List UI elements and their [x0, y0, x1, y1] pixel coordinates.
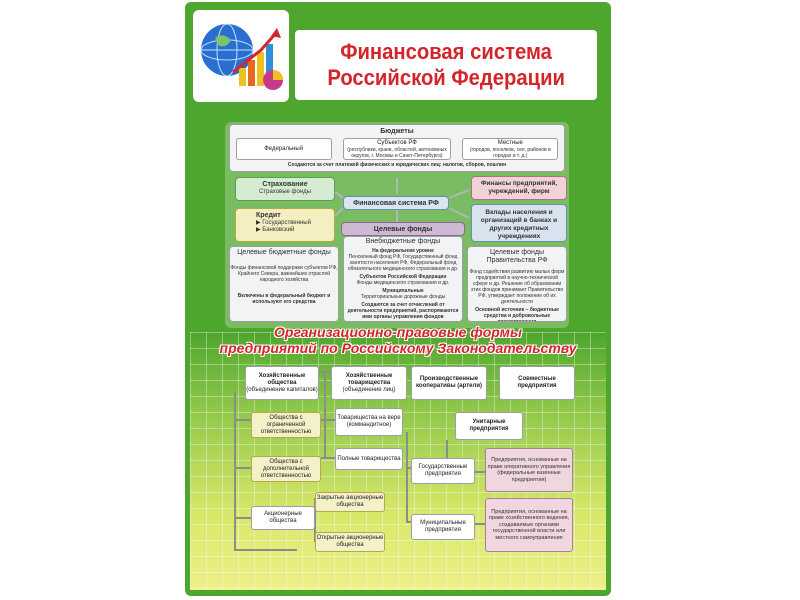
unitary-box: Унитарные предприятия — [455, 412, 523, 440]
target-middle-level3: Муниципальные — [382, 288, 424, 294]
budget-local-label: Местные — [497, 139, 523, 146]
target-left-text: Фонды финансовой поддержки субъектов РФ,… — [230, 265, 338, 283]
target-middle-level2: Субъектов Российской Федерации — [359, 274, 447, 280]
target-right-title: Целевые фонды Правительства РФ — [486, 249, 548, 264]
budgets-header: Бюджеты — [380, 128, 414, 135]
economic-partnerships-box: Хозяйственные товарищества (объединение … — [331, 366, 407, 400]
budget-local: Местные (городов, поселков, сел, районов… — [462, 138, 559, 160]
economic-societies-title: Хозяйственные общества — [258, 372, 306, 386]
cooperatives-box: Производственные кооперативы (артели) — [411, 366, 487, 400]
deposits-box: Вклады населения и организаций в банках … — [471, 204, 567, 242]
target-government-funds: Целевые фонды Правительства РФ Фонд соде… — [467, 246, 567, 322]
closed-jsc-box: Закрытые акционерные общества — [315, 492, 385, 512]
target-extrabudget-funds: Внебюджетные фонды На федеральном уровне… — [343, 236, 463, 322]
target-middle-level1: На федеральном уровне — [372, 248, 434, 254]
budget-subjects-note: (республики, краев, областей, автономных… — [347, 146, 447, 159]
economic-partnerships-title: Хозяйственные товарищества — [345, 372, 393, 386]
credit-header: Кредит — [256, 212, 281, 219]
state-enterprise-box: Государственные предприятия — [411, 458, 475, 484]
section2-title-line2: предприятий по Российскому Законодательс… — [219, 340, 577, 356]
municipal-enterprise-box: Муниципальные предприятия — [411, 514, 475, 540]
budget-local-note: (городов, поселков, сел, районов в город… — [469, 146, 551, 159]
target-right-footer: Основной источник – бюджетные средства и… — [475, 307, 559, 322]
page-title-line2: Российской Федерации — [327, 65, 565, 90]
budget-subjects-label: Субъектов РФ — [377, 139, 417, 146]
limited-partnership-box: Товарищества на вере (коммандитное) — [335, 408, 403, 436]
insurance-sub: Страховые фонды — [259, 189, 311, 195]
center-label: Финансовая система РФ — [353, 200, 439, 207]
economic-societies-box: Хозяйственные общества (объединение капи… — [245, 366, 319, 400]
llc-box: Общества с ограниченной ответственностью — [251, 412, 321, 438]
target-middle-text2: Фонды медицинского страхования и др. — [356, 280, 450, 286]
open-jsc-box: Открытые акционерные общества — [315, 532, 385, 552]
section2-title: Организационно-правовые формы предприяти… — [205, 324, 591, 356]
insurance-header: Страхование — [262, 181, 308, 188]
target-funds-header: Целевые фонды — [341, 222, 465, 236]
globe-chart-logo — [193, 10, 289, 102]
center-box: Финансовая система РФ — [343, 196, 449, 210]
jsc-box: Акционерные общества — [251, 506, 315, 530]
insurance-box: Страхование Страховые фонды — [235, 177, 335, 201]
credit-item-bank: ▶ Банковский — [256, 227, 295, 233]
joint-ventures-box: Совместные предприятия — [499, 366, 575, 400]
operative-management-box: Предприятия, основанные на праве операти… — [485, 448, 573, 492]
target-right-text: Фонд содействия развитию малых форм пред… — [469, 269, 565, 305]
full-partnership-box: Полные товарищества — [335, 448, 403, 470]
target-middle-text3: Территориальные дорожные фонды — [360, 294, 446, 300]
target-middle-footer: Создаются за счет отчислений от деятельн… — [347, 302, 459, 320]
section2-title-line1: Организационно-правовые формы — [274, 324, 522, 340]
credit-item-state-label: Государственный — [262, 220, 311, 226]
finances-label: Финансы предприятий, учреждений, фирм — [480, 180, 558, 195]
deposits-label: Вклады населения и организаций в банках … — [480, 209, 558, 240]
budgets-box: Бюджеты Федеральный Субъектов РФ (респуб… — [229, 124, 565, 172]
credit-item-state: ▶ Государственный — [256, 220, 311, 226]
economic-partnerships-note: (объединение лиц) — [342, 386, 396, 393]
alc-box: Общества с дополнительной ответственност… — [251, 456, 321, 482]
target-budget-funds: Целевые бюджетные фонды Фонды финансовой… — [229, 246, 339, 322]
target-left-footer: Включены в федеральный бюджет и использу… — [237, 293, 331, 305]
target-funds-label: Целевые фонды — [373, 226, 433, 233]
credit-box: Кредит ▶ Государственный ▶ Банковский — [235, 208, 335, 242]
connector-lines — [234, 178, 485, 551]
budgets-footer: Создаются за счет платежей физических и … — [287, 162, 507, 168]
economic-societies-note: (объединение капиталов) — [246, 386, 318, 393]
target-left-title: Целевые бюджетные фонды — [237, 249, 331, 256]
title-box: Финансовая система Российской Федерации — [295, 30, 597, 100]
target-middle-text1: Пенсионный фонд РФ, Государственный фонд… — [347, 254, 459, 272]
page-title-line1: Финансовая система — [340, 39, 552, 64]
target-middle-title: Внебюджетные фонды — [365, 238, 441, 245]
credit-item-bank-label: Банковский — [262, 227, 295, 233]
poster: Финансовая система Российской Федерации … — [185, 2, 611, 596]
budget-federal: Федеральный — [235, 138, 332, 160]
economic-management-box: Предприятия, основанные на праве хозяйст… — [485, 498, 573, 552]
finances-box: Финансы предприятий, учреждений, фирм — [471, 176, 567, 200]
budget-subjects: Субъектов РФ (республики, краев, областе… — [342, 138, 451, 160]
